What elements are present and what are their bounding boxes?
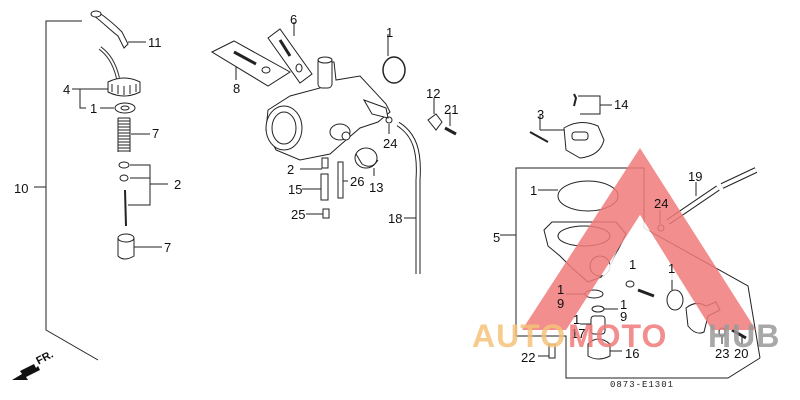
screw-22-part [538,343,556,359]
float-3-part [563,122,605,159]
callout-13: 13 [369,180,384,195]
callout-2: 2 [174,177,182,192]
callout-7: 7 [164,240,172,255]
screw-20-part [731,328,747,344]
screw-packet-8 [210,40,291,87]
float-valve-14-part [573,93,612,115]
callout-14: 14 [614,97,629,112]
float-pin-3-part [529,114,566,143]
watermark-hub: HUB [708,318,781,354]
callout-26: 26 [350,174,365,189]
o-ring-1-part [382,34,406,84]
watermark-auto: AUTO [472,318,567,354]
callout-2: 2 [287,162,295,177]
callout-1: 1 [620,297,628,312]
callout-25: 25 [291,207,306,222]
callout-19: 19 [688,169,703,184]
drawing-code: 0873-E1301 [610,380,675,390]
callout-9: 9 [620,309,628,324]
callout-1: 1 [629,257,637,272]
assembly-bracket-10 [34,20,99,361]
callout-23: 23 [715,346,730,361]
callout-5: 5 [493,230,501,245]
washer-1d-part [625,280,655,298]
callout-24: 24 [383,136,398,151]
jet-17-part [580,315,606,335]
callout-7: 7 [152,126,160,141]
callout-22: 22 [521,350,536,365]
jets-2-15-25-26-parts [300,157,348,219]
screw-packet-6 [267,22,313,84]
sleeve-7-part [117,233,162,260]
callout-1: 1 [668,261,676,276]
callout-8: 8 [233,81,241,96]
washer-9b-part [591,305,618,313]
callout-4: 4 [63,82,71,97]
callout-17: 17 [571,326,586,341]
callout-20: 20 [734,346,749,361]
front-direction-arrow [12,364,40,380]
callout-10: 10 [14,181,29,196]
carburetor-body-part [265,56,391,161]
cap-13-part [354,147,379,176]
bracket-12-part [427,98,443,131]
clip-24-part [385,116,393,134]
callout-6: 6 [290,12,298,27]
callout-1: 1 [386,25,394,40]
callout-1: 1 [90,101,98,116]
callout-9: 9 [557,296,565,311]
drain-plug-16-part [587,338,622,360]
spring-7-part [117,117,150,152]
clip-needle-2-part [118,161,168,227]
callout-16: 16 [625,346,640,361]
callout-11: 11 [148,35,162,50]
callout-12: 12 [426,86,441,101]
callout-3: 3 [537,107,545,122]
hose-18-part [396,121,421,274]
callout-24: 24 [654,196,669,211]
screw-21-part [444,112,457,136]
callout-1: 1 [530,183,538,198]
callout-15: 15 [288,182,303,197]
callout-21: 21 [444,102,459,117]
callout-18: 18 [388,211,403,226]
watermark-logo [522,148,756,330]
cap-4-part [72,46,141,109]
callout-1: 1 [557,282,565,297]
elbow-tube-11-part [90,10,146,49]
callout-1: 1 [573,312,581,327]
washer-1-part [100,102,136,114]
watermark-moto: MOTO [568,318,668,354]
